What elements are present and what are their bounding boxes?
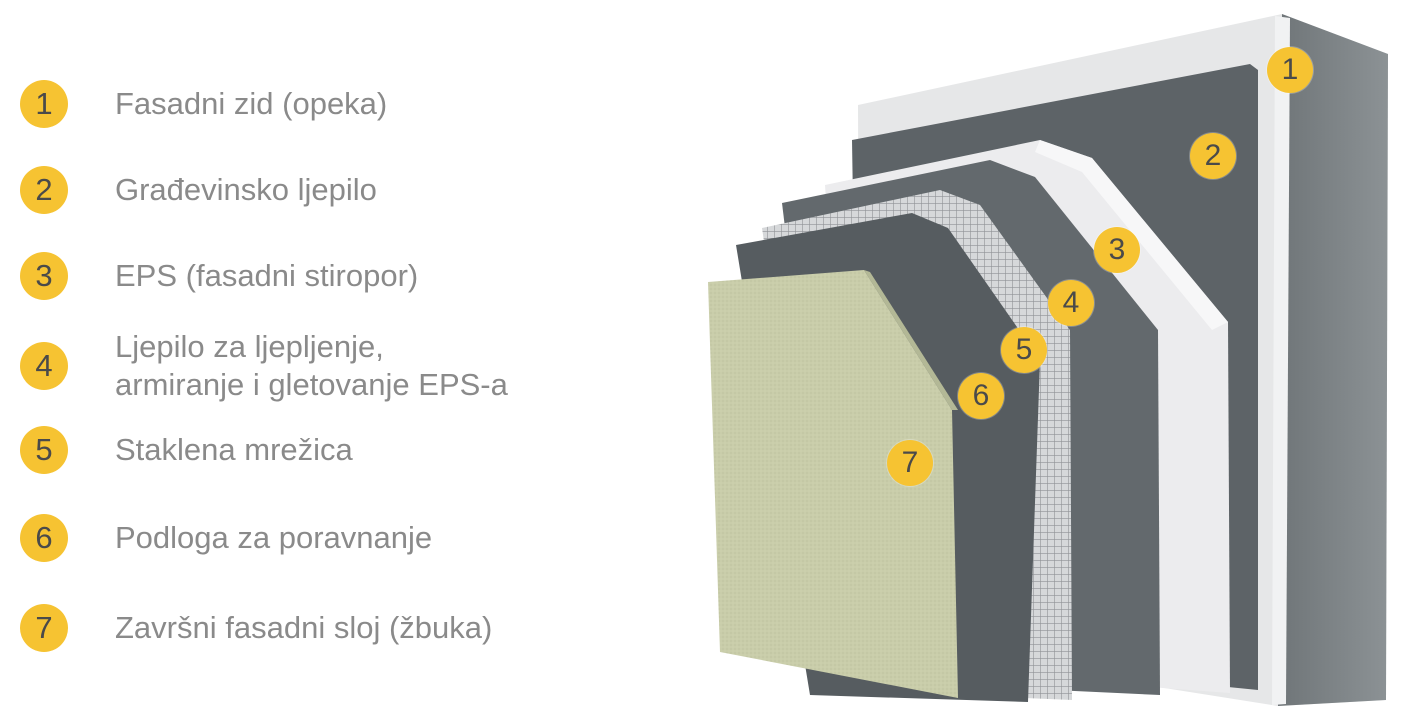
legend-item-5: 5 Staklena mrežica	[20, 426, 353, 474]
number-badge: 2	[20, 166, 68, 214]
facade-layers-diagram: 1 2 3 4 5 6 7	[690, 0, 1418, 720]
layer-1-wall-edge	[1272, 16, 1290, 705]
legend-item-6: 6 Podloga za poravnanje	[20, 514, 432, 562]
legend-item-1: 1 Fasadni zid (opeka)	[20, 80, 387, 128]
layer-1-wall-side	[1278, 14, 1388, 706]
marker-7: 7	[887, 440, 933, 486]
legend-label-line-1: Ljepilo za ljepljenje,	[115, 329, 384, 364]
legend-item-3: 3 EPS (fasadni stiropor)	[20, 252, 418, 300]
marker-1: 1	[1267, 47, 1313, 93]
number-badge: 4	[20, 342, 68, 390]
layer-7-finish	[708, 270, 958, 698]
legend-item-4: 4 Ljepilo za ljepljenje, armiranje i gle…	[20, 328, 508, 404]
marker-3: 3	[1094, 227, 1140, 273]
layer-legend: 1 Fasadni zid (opeka) 2 Građevinsko ljep…	[0, 0, 660, 720]
legend-label: Staklena mrežica	[115, 432, 353, 467]
number-badge: 5	[20, 426, 68, 474]
marker-5: 5	[1001, 327, 1047, 373]
layer-3-eps-edge	[1035, 140, 1228, 330]
legend-item-7: 7 Završni fasadni sloj (žbuka)	[20, 604, 492, 652]
legend-label-line-2: armiranje i gletovanje EPS-a	[115, 367, 508, 402]
number-badge: 6	[20, 514, 68, 562]
number-badge: 1	[20, 80, 68, 128]
number-badge: 3	[20, 252, 68, 300]
legend-item-2: 2 Građevinsko ljepilo	[20, 166, 377, 214]
layers-illustration	[708, 14, 1388, 706]
number-badge: 7	[20, 604, 68, 652]
legend-label: Fasadni zid (opeka)	[115, 86, 388, 121]
marker-4: 4	[1048, 280, 1094, 326]
legend-label: EPS (fasadni stiropor)	[115, 258, 419, 293]
legend-label: Podloga za poravnanje	[115, 520, 433, 555]
marker-2: 2	[1190, 133, 1236, 179]
legend-label: Ljepilo za ljepljenje, armiranje i gleto…	[115, 328, 508, 404]
layer-7-finish-edge	[864, 270, 958, 410]
marker-6: 6	[958, 373, 1004, 419]
legend-label: Građevinsko ljepilo	[115, 172, 377, 207]
legend-label: Završni fasadni sloj (žbuka)	[115, 610, 493, 645]
